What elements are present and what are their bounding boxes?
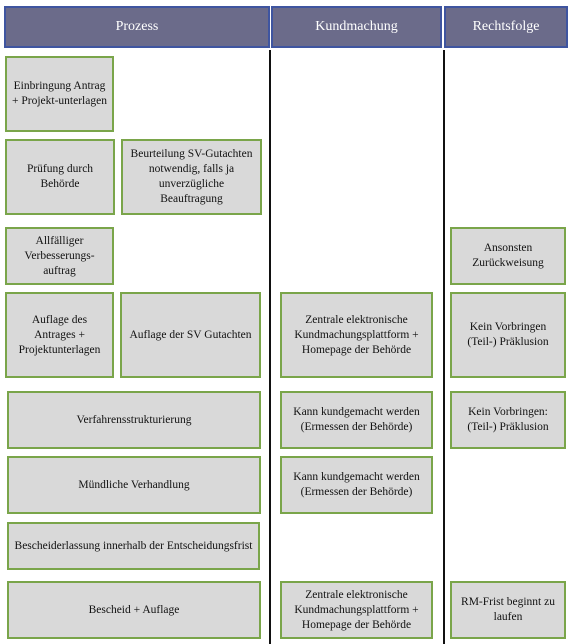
box-verfahrensstrukturierung-text: Verfahrensstrukturierung (76, 413, 192, 426)
box-auflage-antrag: Auflage des Antrages + Projektunterlagen (5, 292, 114, 378)
header-rechtsfolge: Rechtsfolge (444, 6, 568, 48)
box-bescheiderlassung: Bescheiderlassung innerhalb der Entschei… (7, 522, 260, 570)
box-einbringung: Einbringung Antrag + Projekt-unterlagen (5, 56, 114, 132)
header-prozess: Prozess (4, 6, 270, 48)
header-rechtsfolge-label: Rechtsfolge (472, 19, 540, 34)
box-zurueckweisung-text: Ansonsten Zurückweisung (472, 242, 544, 269)
box-verbesserung: Allfälliger Verbesserungs-auftrag (5, 227, 114, 285)
box-verbesserung-text: Allfälliger Verbesserungs-auftrag (24, 234, 95, 277)
box-rm-frist: RM-Frist beginnt zu laufen (450, 581, 566, 639)
box-bescheid-text: Bescheid + Auflage (88, 603, 180, 616)
box-kann-kundgemacht-2-text: Kann kundgemacht werden (Ermessen der Be… (293, 471, 420, 498)
box-muendliche-verhandlung-text: Mündliche Verhandlung (78, 478, 190, 491)
box-zurueckweisung: Ansonsten Zurückweisung (450, 227, 566, 285)
box-auflage-gutachten: Auflage der SV Gutachten (120, 292, 261, 378)
box-rm-frist-text: RM-Frist beginnt zu laufen (461, 596, 555, 623)
header-kundmachung: Kundmachung (271, 6, 442, 48)
box-plattform-2-text: Zentrale elektronische Kundmachungsplatt… (294, 588, 419, 631)
box-auflage-antrag-text: Auflage des Antrages + Projektunterlagen (18, 313, 101, 356)
box-plattform-2: Zentrale elektronische Kundmachungsplatt… (280, 581, 433, 639)
box-bescheiderlassung-text: Bescheiderlassung innerhalb der Entschei… (14, 539, 253, 552)
box-plattform-1-text: Zentrale elektronische Kundmachungsplatt… (294, 313, 419, 356)
header-prozess-label: Prozess (115, 19, 159, 34)
box-pruefung: Prüfung durch Behörde (5, 139, 115, 215)
box-plattform-1: Zentrale elektronische Kundmachungsplatt… (280, 292, 433, 378)
box-praeklusion-1: Kein Vorbringen (Teil-) Präklusion (450, 292, 566, 378)
box-praeklusion-2: Kein Vorbringen: (Teil-) Präklusion (450, 391, 566, 449)
box-kann-kundgemacht-1-text: Kann kundgemacht werden (Ermessen der Be… (293, 406, 420, 433)
box-auflage-gutachten-text: Auflage der SV Gutachten (129, 328, 252, 341)
box-kann-kundgemacht-1: Kann kundgemacht werden (Ermessen der Be… (280, 391, 433, 449)
box-muendliche-verhandlung: Mündliche Verhandlung (7, 456, 261, 514)
box-verfahrensstrukturierung: Verfahrensstrukturierung (7, 391, 261, 449)
box-bescheid: Bescheid + Auflage (7, 581, 261, 639)
box-praeklusion-1-text: Kein Vorbringen (Teil-) Präklusion (467, 321, 549, 348)
box-einbringung-text: Einbringung Antrag + Projekt-unterlagen (12, 80, 107, 107)
box-beurteilung-text: Beurteilung SV-Gutachten notwendig, fall… (130, 148, 253, 205)
box-beurteilung: Beurteilung SV-Gutachten notwendig, fall… (121, 139, 262, 215)
divider-prozess-kundmachung (269, 50, 271, 644)
box-praeklusion-2-text: Kein Vorbringen: (Teil-) Präklusion (467, 406, 549, 433)
box-kann-kundgemacht-2: Kann kundgemacht werden (Ermessen der Be… (280, 456, 433, 514)
box-pruefung-text: Prüfung durch Behörde (26, 163, 94, 190)
header-kundmachung-label: Kundmachung (315, 19, 398, 34)
divider-kundmachung-rechtsfolge (443, 50, 445, 644)
